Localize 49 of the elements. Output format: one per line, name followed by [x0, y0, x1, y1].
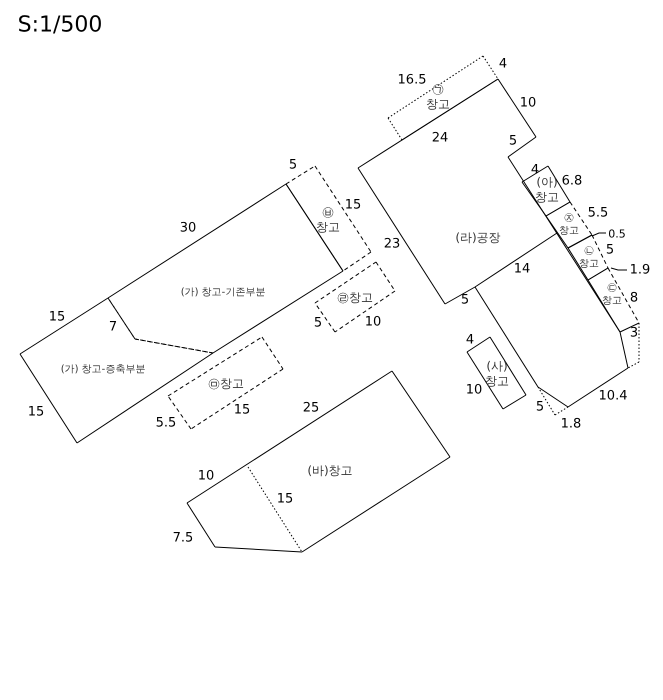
dimension-label: 15 [48, 310, 66, 324]
dimension-label: 0.5 [608, 228, 626, 240]
dimension-label: 15 [344, 198, 362, 212]
dimension-label: 5 [536, 400, 544, 414]
dimension-label: 1.9 [630, 262, 650, 278]
building-label: ㉡ 창고 [579, 246, 599, 270]
scale-label: S:1/500 [18, 12, 102, 38]
building-label: (라)공장 [454, 230, 502, 246]
building-label: (사) 창고 [485, 359, 509, 389]
dimension-label: 7 [108, 320, 118, 334]
dimension-label: 5 [508, 134, 518, 148]
dimension-label: 1.8 [560, 416, 582, 432]
dimension-label: 5 [460, 292, 470, 308]
building-label: (아) 창고 [535, 175, 559, 205]
dimension-label: 4 [466, 332, 474, 348]
dimension-label: 4 [530, 162, 540, 178]
dimension-label: 15 [28, 404, 44, 420]
dimension-label: 10 [364, 314, 382, 330]
building-label: ㉢ 창고 [602, 282, 622, 308]
dimension-label: 5 [606, 242, 614, 258]
dimension-label: 3 [630, 326, 638, 340]
dimension-label: 6.8 [562, 174, 582, 188]
dimension-label: 16.5 [398, 72, 426, 88]
dimension-label: 30 [180, 220, 196, 236]
dimension-label: 25 [302, 400, 320, 416]
dimension-label: 15 [276, 492, 294, 506]
dimension-label: 4 [498, 56, 508, 72]
dimension-label: 14 [514, 262, 530, 276]
dimension-label: 5.5 [588, 206, 608, 220]
dimension-label: 15 [234, 402, 250, 418]
dimension-label: 10 [520, 96, 536, 110]
dimension-label: 5 [288, 158, 298, 172]
dimension-label: 23 [384, 236, 400, 252]
building-label: ㉠ 창고 [426, 82, 450, 112]
dimension-label: 10.4 [598, 388, 628, 404]
dimension-label: 5 [314, 316, 322, 330]
building-label: (가) 창고-기존부분 [180, 286, 266, 300]
building-label: (바)창고 [306, 464, 354, 478]
building-label: ㉨ 창고 [559, 212, 579, 238]
building-label: ㉣창고 [336, 290, 374, 306]
building-label: ㉤창고 [207, 376, 245, 392]
dimension-label: 8 [630, 290, 638, 306]
building-label: (가) 창고-증축부분 [60, 364, 146, 376]
dimension-label: 10 [466, 382, 482, 398]
dimension-label: 24 [432, 130, 448, 146]
dimension-label: 7.5 [172, 530, 194, 546]
dimension-label: 5.5 [156, 416, 176, 430]
building-label: ㉥ 창고 [316, 205, 340, 235]
dimension-label: 10 [198, 468, 214, 484]
